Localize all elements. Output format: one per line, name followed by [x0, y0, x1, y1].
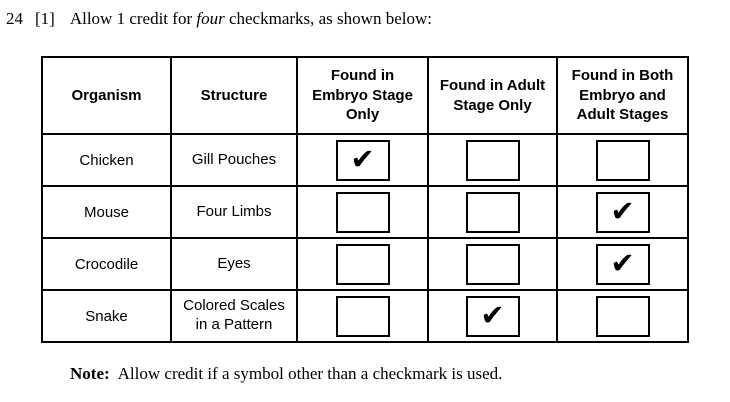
organism-cell: Chicken — [41, 133, 172, 187]
structure-cell: Gill Pouches — [170, 133, 298, 187]
checkmark-icon: ✔ — [610, 245, 635, 280]
checkbox: ✔ — [465, 295, 520, 337]
header-row: Organism Structure Found in Embryo Stage… — [41, 56, 689, 135]
checkbox — [595, 295, 650, 337]
check-cell-embryo-only — [296, 237, 429, 291]
note-text: Allow credit if a symbol other than a ch… — [117, 364, 503, 383]
table-row-mouse: Mouse Four Limbs ✔ — [41, 185, 689, 239]
organism-cell: Crocodile — [41, 237, 172, 291]
table-row-crocodile: Crocodile Eyes ✔ — [41, 237, 689, 291]
checkmark-icon: ✔ — [480, 297, 505, 332]
checkbox — [465, 191, 520, 233]
table-row-snake: Snake Colored Scales in a Pattern ✔ — [41, 289, 689, 343]
credit-bracket: [1] — [35, 9, 55, 28]
check-cell-adult-only — [427, 185, 558, 239]
checkbox — [465, 243, 520, 285]
column-header-structure: Structure — [170, 56, 298, 135]
check-cell-embryo-only — [296, 185, 429, 239]
column-header-embryo-only: Found in Embryo Stage Only — [296, 56, 429, 135]
checkbox — [465, 139, 520, 181]
instruction-prefix: Allow 1 credit for — [69, 9, 197, 28]
structure-cell: Colored Scales in a Pattern — [170, 289, 298, 343]
organism-cell: Snake — [41, 289, 172, 343]
column-header-organism: Organism — [41, 56, 172, 135]
check-cell-embryo-only: ✔ — [296, 133, 429, 187]
structure-cell: Four Limbs — [170, 185, 298, 239]
checkbox — [335, 243, 390, 285]
instruction-text: Allow 1 credit for four checkmarks, as s… — [70, 9, 432, 28]
check-cell-adult-only — [427, 133, 558, 187]
check-cell-both-stages: ✔ — [556, 237, 689, 291]
instruction-suffix: checkmarks, as shown below: — [224, 9, 432, 28]
structure-cell: Eyes — [170, 237, 298, 291]
checkbox — [595, 139, 650, 181]
check-cell-embryo-only — [296, 289, 429, 343]
checkmark-icon: ✔ — [610, 193, 635, 228]
column-header-both-stages: Found in Both Embryo and Adult Stages — [556, 56, 689, 135]
table-row-chicken: Chicken Gill Pouches ✔ — [41, 133, 689, 187]
check-cell-both-stages — [556, 289, 689, 343]
checkbox — [335, 191, 390, 233]
check-cell-adult-only: ✔ — [427, 289, 558, 343]
note-label: Note: — [70, 364, 110, 383]
checkbox — [335, 295, 390, 337]
instruction-emphasis-word: four — [196, 9, 225, 28]
checkbox: ✔ — [595, 191, 650, 233]
checkmark-icon: ✔ — [350, 141, 375, 176]
check-cell-both-stages: ✔ — [556, 185, 689, 239]
question-number: 24 — [6, 9, 23, 28]
checkbox: ✔ — [335, 139, 390, 181]
organism-cell: Mouse — [41, 185, 172, 239]
check-cell-both-stages — [556, 133, 689, 187]
question-line: 24 [1] Allow 1 credit for four checkmarks,… — [6, 8, 432, 30]
checkmark-table: Organism Structure Found in Embryo Stage… — [41, 56, 689, 343]
checkbox: ✔ — [595, 243, 650, 285]
check-cell-adult-only — [427, 237, 558, 291]
note-line: Note: Allow credit if a symbol other than… — [70, 364, 502, 384]
column-header-adult-only: Found in Adult Stage Only — [427, 56, 558, 135]
